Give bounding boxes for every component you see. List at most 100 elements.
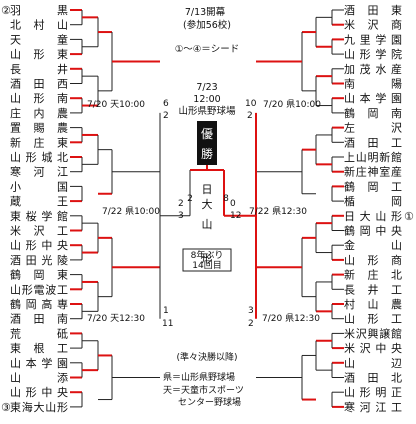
left-team-5: 長井	[10, 62, 68, 76]
score-right-mid-a: 0	[230, 199, 236, 209]
left-team-16: 米沢工	[10, 224, 68, 238]
left-team-9: 置賜農	[10, 121, 68, 135]
champion-label-1: 優	[201, 127, 213, 141]
right-team-27: 山形明正	[344, 386, 402, 399]
legend-title: (準々決勝以降)	[176, 351, 237, 363]
left-team-3: 天童	[10, 32, 68, 46]
left-team-14: 蔵王	[10, 195, 68, 208]
right-team-8: 鶴岡南	[344, 106, 402, 120]
score-right-top-a: 10	[245, 99, 257, 109]
right-team-20: 長井工	[344, 282, 402, 296]
right-team-18: 山形商	[344, 253, 402, 267]
left-team-12: 寒河江	[10, 165, 68, 179]
right-team-17: 金山	[344, 238, 402, 252]
score-left-top-a: 6	[163, 99, 169, 109]
champion-char-4: 形	[202, 252, 213, 265]
champion-char-3: 山	[202, 218, 213, 231]
left-team-24: 東根工	[10, 341, 68, 355]
left-team-8: 庄内農	[10, 106, 68, 120]
right-team-21: 村山農	[344, 297, 402, 311]
left-team-7: 山形南	[10, 92, 68, 105]
final-date: 7/23	[196, 82, 217, 93]
right-team-28: 寒河江工	[344, 400, 402, 414]
left-team-27: 山形中央	[10, 386, 68, 399]
left-team-17: 山形中央	[10, 239, 68, 252]
left-team-2: 北村山	[10, 18, 68, 32]
right-team-5: 加茂水産	[344, 62, 402, 76]
left-team-15: 東桜学館	[10, 209, 68, 223]
round-label-left-mid: 7/22 県10:00	[102, 206, 160, 217]
score-left-bot-a: 1	[163, 306, 169, 316]
bracket-lines	[70, 9, 344, 408]
round-label-right-mid: 7/22 県12:30	[249, 206, 307, 217]
score-right-mid-b: 12	[230, 211, 241, 221]
left-team-23: 荒砥	[10, 327, 68, 340]
left-team-11: 山形城北	[10, 151, 68, 164]
seed-note: ①～④＝シード	[175, 44, 240, 55]
final-time: 12:00	[193, 94, 220, 105]
participants-count: (参加56校)	[183, 19, 231, 31]
right-team-16: 鶴岡中央	[344, 224, 402, 238]
right-team-13: 鶴岡工	[344, 179, 402, 193]
round-label-right-top: 7/20 県10:00	[263, 99, 321, 110]
champion-char-2: 大	[202, 197, 213, 211]
right-team-10: 酒田工	[344, 136, 402, 149]
right-team-7: 山本学園	[344, 91, 402, 105]
right-team-14: 楯岡	[344, 194, 402, 208]
right-team-25: 山辺	[344, 357, 402, 370]
left-team-4: 山形東	[10, 48, 68, 61]
right-team-12: 新庄神室産	[344, 165, 402, 179]
round-label-left-bot: 7/20 天12:30	[87, 314, 145, 324]
right-team-23: 米沢興譲館	[344, 326, 402, 340]
round-label-right-bot: 7/20 県12:30	[262, 313, 320, 324]
score-right-bot-a: 3	[248, 306, 254, 316]
champion-char-1: 日	[202, 183, 213, 196]
left-team-18: 酒田光陵	[10, 253, 68, 267]
left-team-10: 新庄東	[10, 135, 68, 149]
left-team-26: 山添	[10, 371, 68, 385]
right-team-1: 酒田東	[344, 4, 402, 17]
legend-line-2: 天＝天童市スポーツ	[163, 384, 244, 396]
score-left-mid-b: 3	[178, 211, 184, 221]
legend-line-1: 県＝山形県野球場	[163, 371, 235, 383]
score-right-bot-b: 2	[248, 319, 254, 329]
left-seed-mark-28: ③	[1, 401, 11, 414]
left-team-13: 小国	[10, 180, 68, 193]
left-team-19: 鶴岡東	[10, 268, 68, 282]
right-team-6: 南陽	[344, 78, 402, 91]
right-team-4: 山形学院	[344, 47, 402, 61]
right-team-9: 左沢	[344, 121, 402, 135]
final-score-right: 8	[223, 194, 229, 204]
left-team-25: 山本学園	[10, 356, 68, 370]
score-left-bot-b: 11	[162, 319, 173, 329]
left-team-6: 酒田西	[10, 78, 68, 91]
right-team-11: 上山明新館	[344, 150, 402, 164]
right-team-2: 米沢商	[344, 18, 402, 32]
score-right-top-b: 2	[247, 111, 253, 121]
left-team-21: 鶴岡高専	[10, 297, 68, 311]
right-team-15: 日大山形	[344, 209, 402, 223]
champion-label-2: 勝	[201, 146, 213, 161]
right-seed-mark-15: ①	[404, 210, 414, 223]
years-note: 8年ぶり	[191, 249, 224, 261]
round-label-left-top: 7/20 天10:00	[87, 100, 145, 110]
left-team-22: 酒田南	[10, 313, 68, 326]
right-team-26: 酒田北	[344, 372, 402, 385]
final-score-left: 2	[187, 194, 193, 204]
score-left-mid-a: 2	[178, 199, 184, 209]
left-team-28: 東海大山形	[10, 400, 68, 414]
left-team-1: 羽黒	[10, 4, 68, 17]
champion-label-box	[197, 121, 217, 165]
opening-date: 7/13開幕	[185, 6, 226, 18]
right-team-19: 新庄北	[344, 268, 402, 282]
right-team-3: 九里学園	[344, 32, 402, 46]
left-seed-mark-1: ②	[1, 4, 11, 17]
legend-line-3: センター野球場	[178, 396, 241, 408]
count-note: 14回目	[192, 260, 221, 271]
right-team-22: 山形工	[344, 313, 402, 326]
score-left-top-b: 2	[163, 111, 169, 121]
final-venue: 山形県野球場	[178, 105, 236, 117]
left-team-20: 山形電波工	[10, 283, 68, 296]
right-team-24: 米沢中央	[344, 341, 402, 355]
